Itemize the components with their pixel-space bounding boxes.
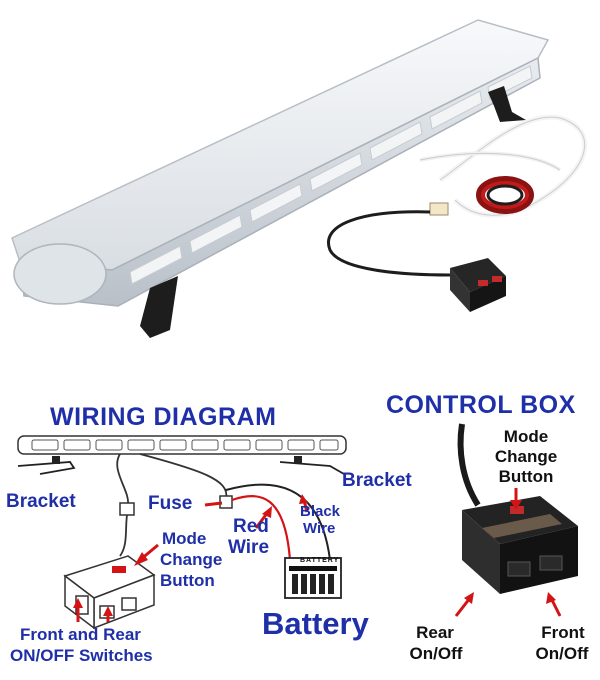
wire-connector: [429, 202, 449, 216]
control-box-mode-button: [510, 506, 524, 514]
cb-label-mode-3: Button: [498, 467, 554, 486]
control-box-arrows: [454, 488, 562, 617]
wiring-diagram-title: WIRING DIAGRAM: [50, 403, 277, 431]
diagram-connector: [119, 502, 135, 516]
label-fuse: Fuse: [148, 493, 193, 514]
control-box-title: CONTROL BOX: [386, 391, 576, 419]
label-bracket-right: Bracket: [342, 470, 412, 491]
diagram-harness: [116, 453, 129, 506]
led-modules: [129, 65, 533, 285]
control-box-cable-2: [457, 423, 481, 507]
diagram-black-wire: [225, 483, 331, 561]
white-cable: [438, 114, 588, 218]
label-black-wire-2: Wire: [303, 520, 336, 537]
cb-label-mode-2: Change: [494, 447, 558, 466]
diagram-light-bar: [17, 435, 347, 455]
diagram-bracket-left: [17, 461, 76, 475]
wiring-diagram: [17, 435, 347, 630]
photo-control-box: [450, 258, 506, 312]
battery-plate-text: BATTERY: [300, 557, 340, 564]
light-bar-photo: [11, 19, 588, 338]
diagram-red-wire: [231, 494, 292, 561]
label-bracket-left: Bracket: [6, 491, 76, 512]
cb-label-rear-1: Rear: [416, 623, 454, 642]
control-box-rear-switch: [507, 561, 531, 577]
label-mode-2: Change: [160, 550, 223, 569]
diagram-arrows: [73, 494, 309, 622]
diagram-bracket-right: [279, 461, 345, 475]
light-bar-top: [11, 19, 550, 271]
cb-label-front-2: On/Off: [535, 644, 589, 663]
cb-label-rear-2: On/Off: [409, 644, 463, 663]
control-box-front-switch: [539, 555, 563, 571]
label-mode-1: Mode: [162, 529, 207, 548]
control-box-graphic: [454, 423, 578, 617]
control-box-cable: [327, 210, 451, 277]
mount-foot-right: [488, 86, 526, 122]
mount-foot-left: [140, 276, 178, 338]
label-red-wire-2: Wire: [228, 537, 270, 558]
diagram-led-segments: [31, 439, 339, 451]
label-mode-3: Button: [160, 571, 215, 590]
label-black-wire-1: Black: [300, 503, 341, 520]
cb-label-mode-1: Mode: [503, 427, 549, 446]
control-box-front: [500, 526, 578, 594]
control-box-side: [462, 510, 500, 594]
label-battery: Battery: [262, 606, 369, 641]
cb-label-front-1: Front: [541, 623, 585, 642]
label-red-wire-1: Red: [233, 516, 269, 537]
label-switches-2: ON/OFF Switches: [10, 646, 153, 665]
diagram-battery: [284, 557, 342, 599]
light-bar-endcap: [13, 243, 107, 305]
coiled-power-wire: [476, 176, 534, 214]
label-switches-1: Front and Rear: [20, 625, 141, 644]
